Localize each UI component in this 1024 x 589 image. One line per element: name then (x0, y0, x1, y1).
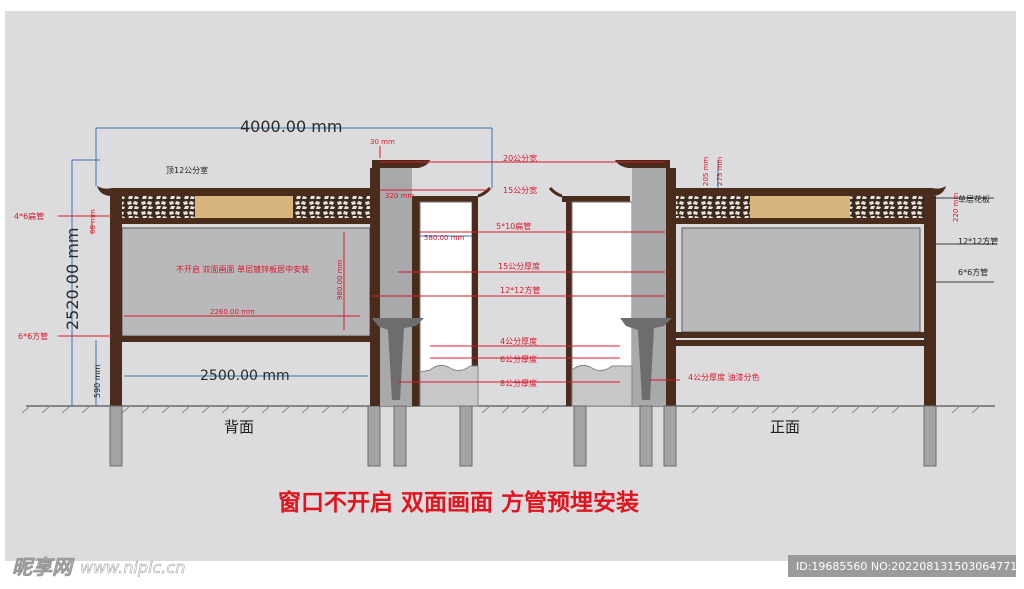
label-pipe-1212-red: 12*12方管 (500, 285, 540, 295)
bottom-width-dimension: 2500.00 mm (200, 368, 290, 384)
label-pipe-510: 5*10扁管 (496, 221, 531, 231)
watermark-brand: 昵享网 (12, 555, 75, 579)
dim-60mm: 60 mm (89, 209, 97, 234)
dim-980mm: 980.00 mm (336, 259, 344, 300)
dim-580mm: 580.00 mm (424, 234, 465, 242)
dim-2260mm: 2260.00 mm (210, 308, 255, 316)
left-height-dimension: 2520.00 mm (63, 228, 82, 330)
image-id: ID:19685560 NO:20220813150306477127 (796, 560, 1024, 573)
label-w20: 20公分宽 (503, 153, 537, 163)
front-billboard (676, 186, 946, 467)
label-top-room: 顶12公分室 (166, 165, 208, 175)
label-t8: 8公分厚度 (500, 378, 537, 388)
label-board-note: 不开启 双面画面 单层镀锌板居中安装 (176, 264, 309, 274)
dim-30mm: 30 mm (370, 138, 395, 146)
watermark-url: www.nipic.cn (80, 558, 185, 577)
footer-bar: 昵享网 www.nipic.cn ID:19685560 NO:20220813… (12, 555, 1024, 580)
id-badge (788, 555, 1016, 577)
label-flower-board: 单层花板 (958, 194, 990, 204)
dim-205mm: 205 mm (702, 157, 710, 186)
label-pipe-66: 6*6方管 (18, 331, 48, 341)
ground (21, 405, 995, 414)
main-caption: 窗口不开启 双面画面 方管预埋安装 (278, 489, 639, 516)
dimension-lines (58, 127, 994, 406)
dim-220mm: 220 mm (952, 193, 960, 222)
label-t4-paint: 4公分厚度 油漆分色 (688, 372, 760, 382)
back-billboard (97, 186, 381, 467)
label-t15: 15公分厚度 (498, 261, 540, 271)
label-t6: 6公分厚度 (500, 354, 537, 364)
label-back-view: 背面 (224, 418, 254, 436)
label-w15: 15公分宽 (503, 185, 537, 195)
dim-275mm: 275 mm (716, 157, 724, 186)
dim-320mm: 320 mm (385, 192, 414, 200)
label-pipe-66-right: 6*6方管 (958, 267, 988, 277)
label-pipe-46-flat: 4*6扁管 (14, 211, 44, 221)
label-front-view: 正面 (770, 418, 800, 436)
label-pipe-1212: 12*12方管 (958, 236, 998, 246)
label-t4: 4公分厚度 (500, 336, 537, 346)
ground-height-dimension: 590 mm (93, 364, 102, 398)
top-dimension: 4000.00 mm (240, 117, 342, 136)
